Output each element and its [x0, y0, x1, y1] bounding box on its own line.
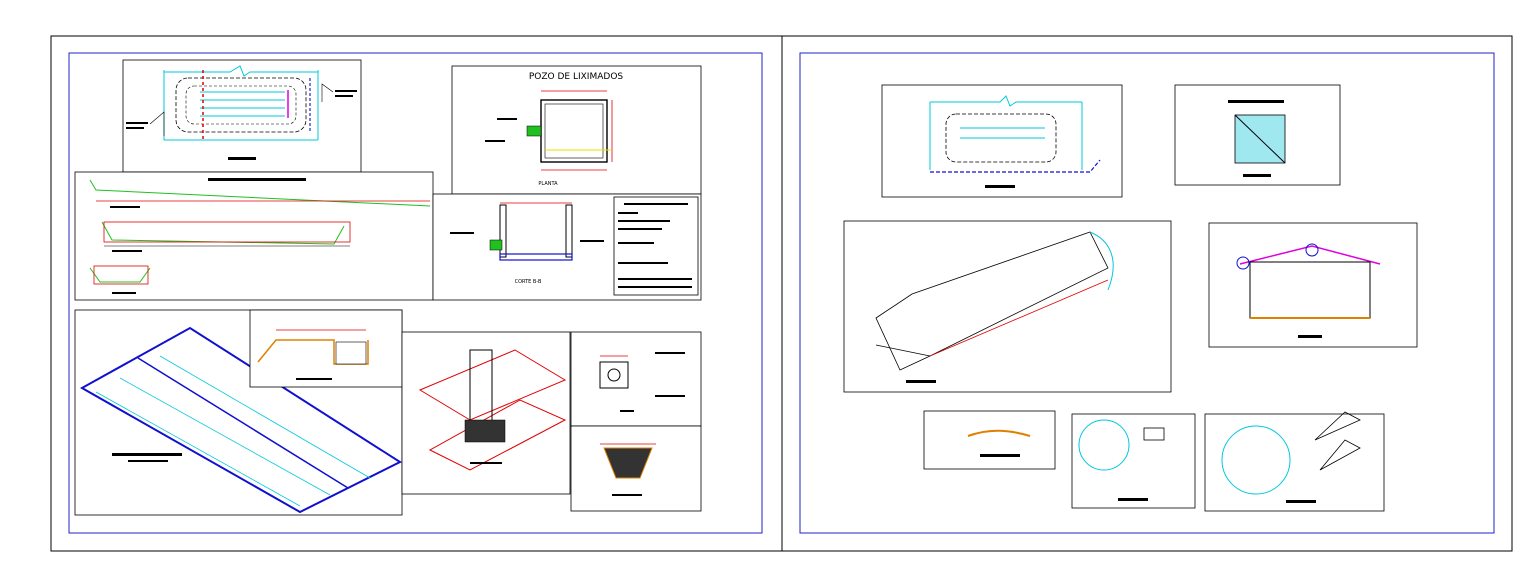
left-sheet-border [68, 52, 763, 534]
panel-plan-view [122, 59, 362, 173]
panel-pozo-planta: POZO DE LIXIMADOS PLANTA [451, 65, 702, 195]
right-sheet-frame [781, 35, 1513, 552]
panel-right-plan-view [881, 84, 1123, 198]
planta-label: PLANTA [538, 181, 558, 187]
right-sheet-border [799, 52, 1495, 534]
panel-anchor-trench [249, 309, 403, 388]
panel-longitudinal-profile [74, 171, 434, 301]
panel-isometric-cell [74, 309, 403, 516]
panel-right-section [1208, 222, 1418, 348]
panel-right-grid-detail [1174, 84, 1341, 186]
panel-right-greenhouse-iso [843, 220, 1172, 393]
panel-corte-bb: CORTE B-B [432, 193, 702, 301]
panel-right-detail-a [923, 410, 1056, 470]
pozo-title: POZO DE LIXIMADOS [529, 72, 624, 82]
panel-drain-chimney [401, 331, 571, 495]
panel-right-detail-c [1204, 411, 1385, 512]
sheet-frames [50, 35, 1513, 552]
panel-gravel-trench [570, 425, 702, 512]
corte-label: CORTE B-B [515, 279, 542, 285]
panel-right-detail-b [1071, 413, 1196, 509]
panel-pipe-detail [570, 331, 702, 427]
